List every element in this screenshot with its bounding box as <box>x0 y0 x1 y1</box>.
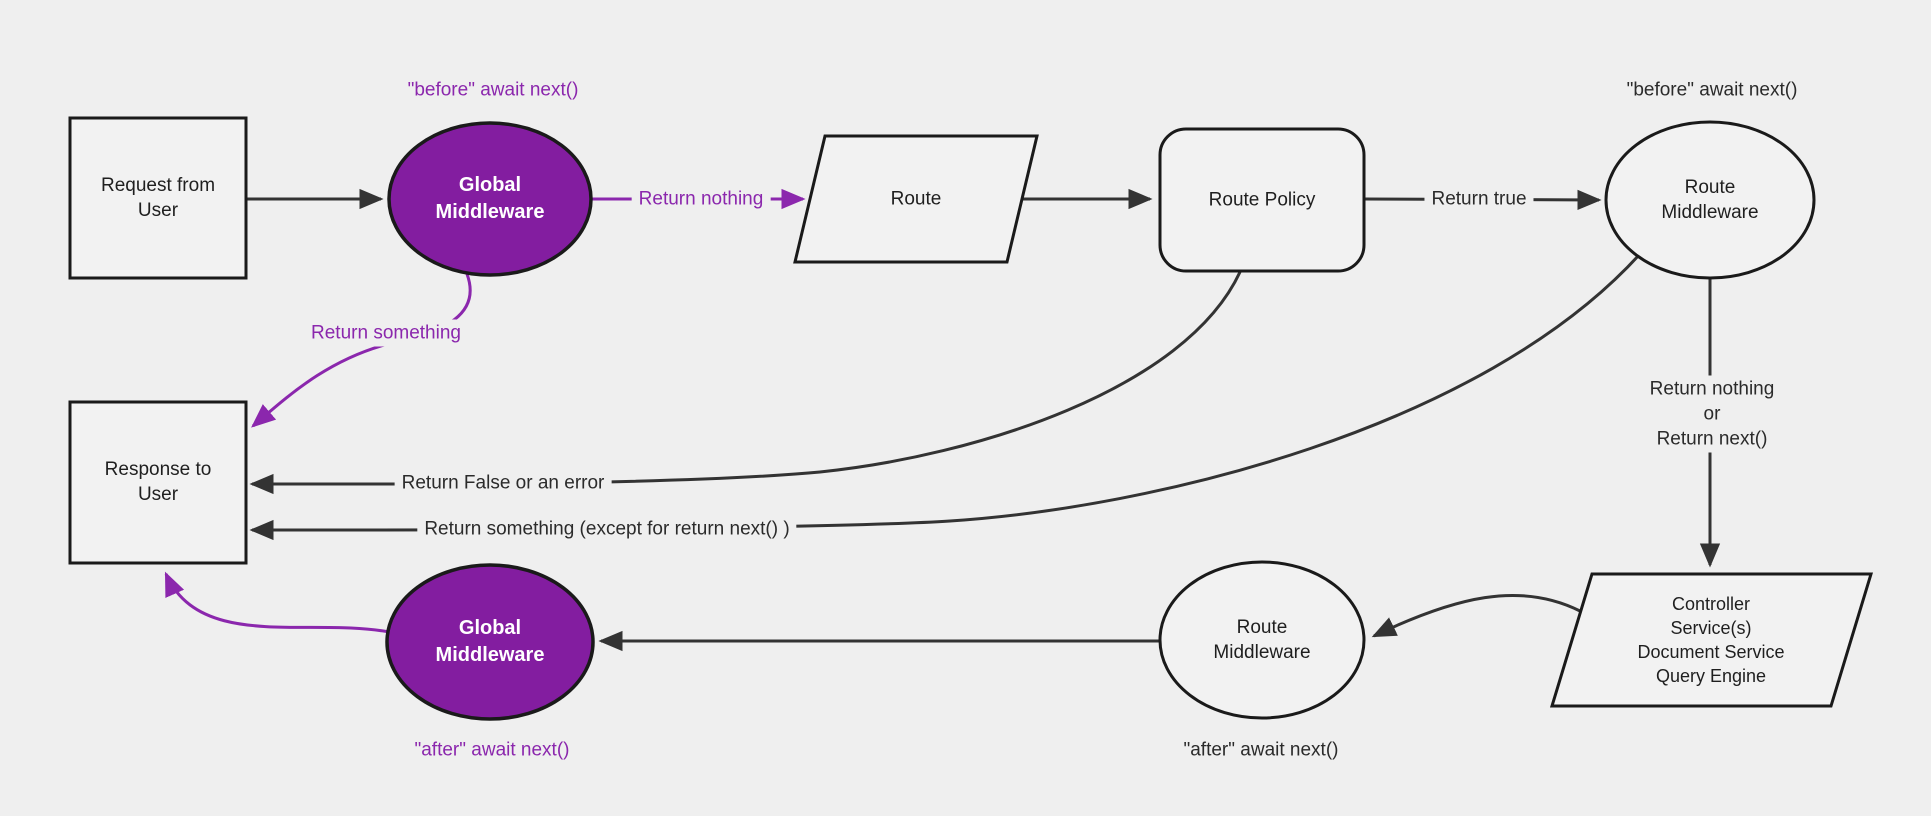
node-request-shape <box>68 116 248 280</box>
node-global-mw-top-shape <box>387 121 593 277</box>
label-after-global: "after" await next() <box>414 739 570 761</box>
label-after-route-mw: "after" await next() <box>1183 739 1339 761</box>
edge-controller-to-route-mw-bottom <box>1371 593 1581 638</box>
label-before-global: "before" await next() <box>407 79 579 101</box>
node-route-mw-top-shape <box>1604 120 1816 280</box>
node-response-shape <box>68 400 248 565</box>
node-controller-shape <box>1549 572 1874 708</box>
label-return-something-except: Return something (except for return next… <box>417 515 797 543</box>
node-global-mw-top-label: Global Middleware <box>435 174 545 223</box>
node-request-label: Request from User <box>100 175 216 221</box>
label-return-something: Return something <box>304 319 468 347</box>
node-route-label: Route <box>890 188 942 210</box>
node-route-policy-label: Route Policy <box>1208 189 1316 211</box>
edge-global-mw-bottom-to-response <box>164 571 390 634</box>
node-controller-label: Controller Service(s) Document Service Q… <box>1637 594 1785 686</box>
node-global-mw-bottom-label: Global Middleware <box>435 617 545 666</box>
node-route-mw-bottom-shape <box>1158 560 1366 720</box>
node-route-policy-shape <box>1158 127 1366 273</box>
edge-route-policy-to-response <box>249 271 1242 495</box>
node-route-shape <box>793 134 1039 264</box>
label-return-nothing: Return nothing <box>631 185 771 213</box>
label-return-nothing-or-next: Return nothing or Return next() <box>1642 375 1782 453</box>
label-return-false-or-error: Return False or an error <box>394 469 612 497</box>
node-response-label: Response to User <box>104 459 212 505</box>
node-route-mw-top-label: Route Middleware <box>1661 177 1759 223</box>
label-return-true: Return true <box>1424 185 1534 213</box>
node-global-mw-bottom-shape <box>385 563 595 721</box>
label-before-route-mw: "before" await next() <box>1626 79 1798 101</box>
node-route-mw-bottom-label: Route Middleware <box>1213 617 1311 663</box>
edge-global-mw-top-to-response <box>251 273 472 428</box>
